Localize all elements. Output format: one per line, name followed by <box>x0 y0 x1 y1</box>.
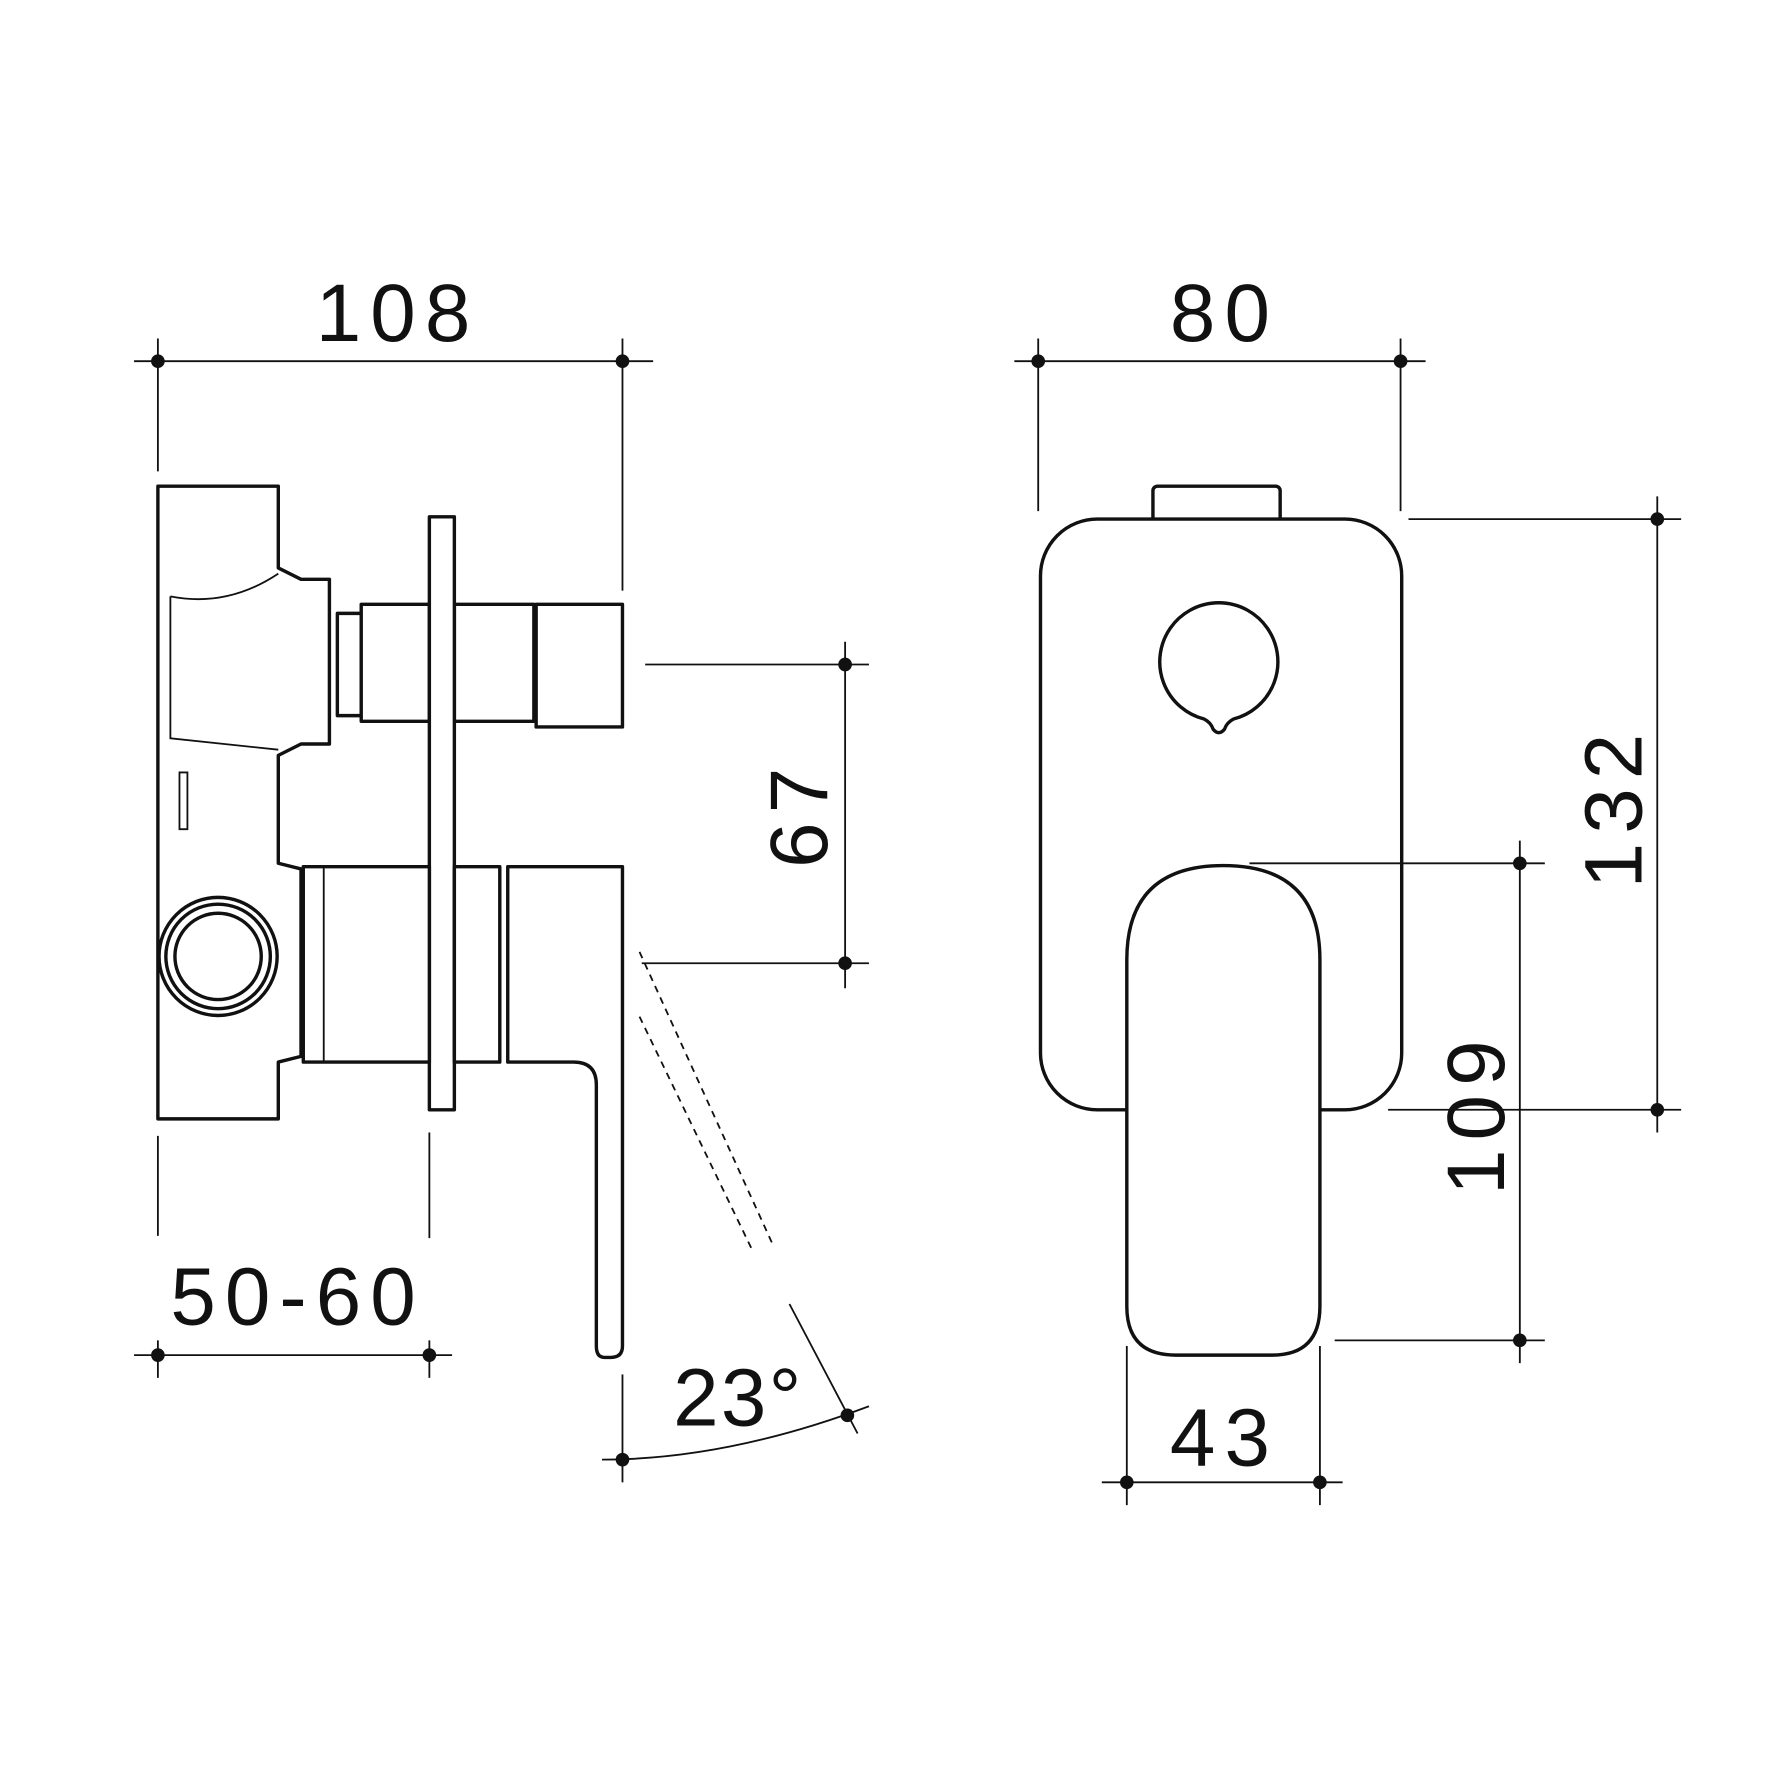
dimension-label-109: 109 <box>1431 1031 1522 1195</box>
dimension-label-108: 108 <box>316 268 480 359</box>
side-view: 108 67 <box>134 268 870 1483</box>
dimension-label-43: 43 <box>1170 1392 1279 1483</box>
dimension-label-67: 67 <box>754 759 845 868</box>
dimension-50-60: 50-60 <box>134 1132 453 1378</box>
dimension-43: 43 <box>1101 1346 1343 1506</box>
lever-side <box>506 864 625 1360</box>
dimension-109: 109 <box>1249 840 1545 1364</box>
wall-plate-side <box>427 515 457 1112</box>
dimension-label-80: 80 <box>1170 268 1279 359</box>
dimension-80: 80 <box>1014 268 1426 512</box>
dimension-67: 67 <box>641 641 869 989</box>
dimension-108: 108 <box>134 268 654 591</box>
lever-handle <box>1125 863 1322 1357</box>
dimension-angle-23: 23° <box>602 1303 870 1483</box>
dimension-label-132: 132 <box>1568 725 1659 889</box>
dimension-132: 132 <box>1388 496 1682 1133</box>
dimension-label-50-60: 50-60 <box>170 1251 425 1342</box>
diverter-knob <box>1158 601 1280 735</box>
dimension-label-23deg: 23° <box>673 1353 803 1444</box>
inlet-port <box>157 895 279 1018</box>
front-view: 80 132 109 43 <box>1014 268 1682 1506</box>
